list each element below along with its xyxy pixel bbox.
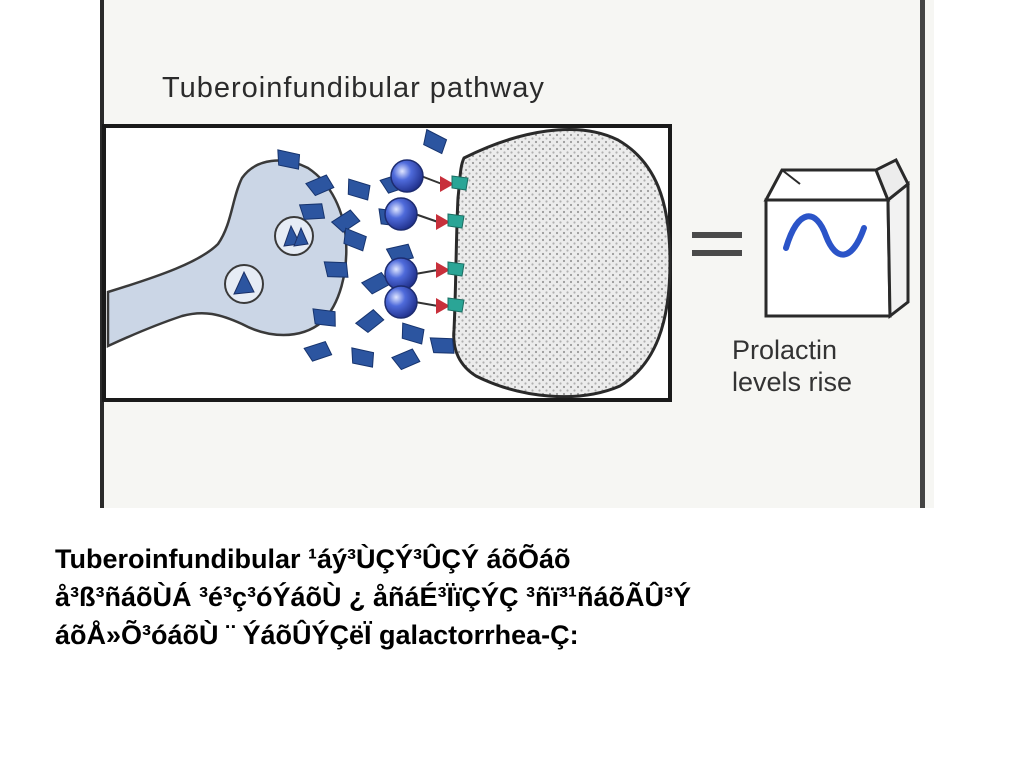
scan-right-edge [920, 0, 925, 508]
wave-icon [783, 213, 867, 258]
result-caption-line: Prolactin [732, 335, 838, 365]
neuron-icon [106, 159, 348, 348]
dopamine-molecule-icon [343, 227, 367, 252]
equals-sign [692, 232, 742, 256]
receptor-icon [384, 197, 465, 231]
dopamine-molecule-icon [423, 128, 448, 155]
dopamine-molecule-icon [312, 308, 336, 327]
dopamine-molecule-icon [323, 261, 349, 278]
dopamine-molecule-icon [298, 203, 326, 220]
milk-carton-icon [763, 157, 910, 320]
caption-line: áõÅ»Õ³óáõÙ ¨ ÝáõÛÝÇëÏ galactorrhea-Ç: [55, 620, 579, 650]
receptor-icon [384, 285, 465, 319]
dopamine-molecule-icon [391, 348, 421, 371]
dopamine-molecule-icon [401, 322, 425, 345]
dopamine-molecule-icon [277, 149, 301, 170]
caption-line: å³ß³ñáõÙÁ ³é³ç³óÝáõÙ ¿ åñáÉ³ÏïÇÝÇ ³ñï³¹ñ… [55, 582, 692, 612]
receptor-icon [390, 159, 469, 193]
dopamine-molecule-icon [354, 309, 385, 334]
dopamine-molecule-icon [347, 178, 371, 201]
dopamine-molecule-icon [330, 209, 361, 233]
dopamine-molecule-icon [429, 337, 455, 354]
figure-scan: Tuberoinfundibular pathway Prolactin lev… [100, 0, 934, 508]
pathway-diagram [100, 0, 925, 508]
dopamine-molecule-icon [385, 243, 415, 264]
pituitary-cell-icon [452, 128, 672, 399]
dopamine-molecule-icon [305, 174, 335, 197]
result-caption-line: levels rise [732, 367, 853, 397]
receptor-icon [384, 257, 465, 291]
dopamine-molecule-icon [351, 347, 375, 368]
caption-line: Tuberoinfundibular ¹áý³ÙÇÝ³ÛÇÝ áõÕáõ [55, 544, 571, 574]
slide-caption: Tuberoinfundibular ¹áý³ÙÇÝ³ÛÇÝ áõÕáõ å³ß… [55, 540, 1005, 654]
figure-title: Tuberoinfundibular pathway [162, 72, 545, 104]
result-caption: Prolactin levels rise [732, 334, 932, 398]
dopamine-molecule-icon [303, 340, 333, 362]
